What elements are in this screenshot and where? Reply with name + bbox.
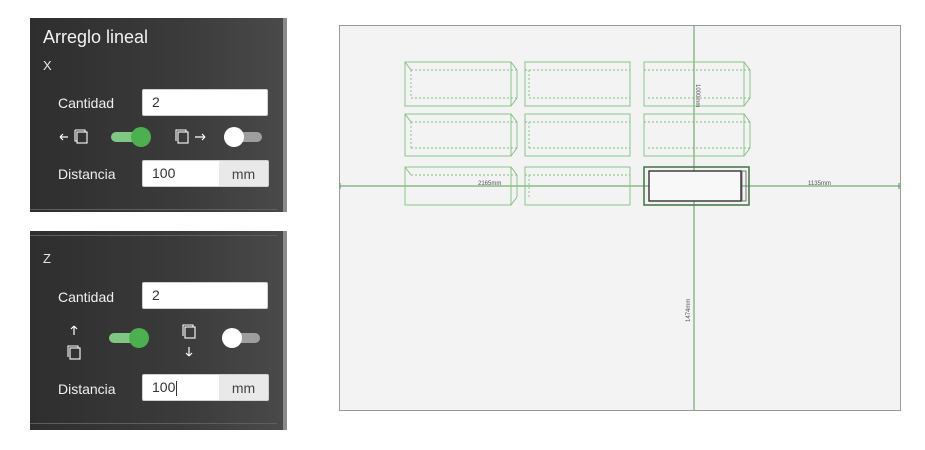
axis-x-label: X (43, 58, 52, 73)
distance-label: Distancia (58, 166, 116, 182)
copy-arrow-down-icon (182, 324, 196, 357)
dim-label-top: 1000mm (694, 84, 700, 107)
array-boxes (404, 61, 751, 206)
dim-label-left: 2165mm (478, 181, 501, 187)
dim-label-bottom: 1474mm (686, 299, 692, 322)
distance-z-value: 100 (152, 379, 176, 395)
positive-direction-x-toggle[interactable] (224, 127, 266, 147)
arrow-left-copy-icon (59, 129, 88, 144)
distance-label: Distancia (58, 381, 116, 397)
linear-array-z-panel: Z Cantidad 2 Distancia 100 mm (30, 231, 287, 430)
panel-divider (30, 209, 277, 210)
distance-x-unit: mm (219, 160, 269, 187)
array-box (643, 61, 751, 107)
quantity-label: Cantidad (58, 95, 115, 111)
3d-viewport[interactable]: 2165mm 1135mm 1000mm 1474mm (339, 25, 901, 411)
distance-z-unit: mm (219, 374, 269, 401)
text-caret (176, 380, 178, 396)
array-box (524, 113, 631, 157)
axis-z-label: Z (43, 251, 51, 266)
array-box (643, 113, 751, 157)
down-direction-z-toggle[interactable] (222, 328, 264, 348)
quantity-z-input[interactable]: 2 (142, 282, 268, 309)
quantity-label: Cantidad (58, 289, 115, 305)
panel-title: Arreglo lineal (43, 27, 149, 47)
negative-direction-x-toggle[interactable] (111, 127, 153, 147)
viewport-canvas[interactable]: 2165mm 1135mm 1000mm 1474mm (339, 26, 900, 410)
panel-divider (30, 235, 277, 236)
selected-box (643, 166, 750, 206)
up-direction-z-toggle[interactable] (109, 328, 151, 348)
panel-divider (30, 423, 277, 424)
arrow-up-copy-icon (67, 325, 81, 360)
dim-label-right: 1135mm (808, 181, 831, 187)
copy-arrow-right-icon (175, 129, 206, 144)
array-box (524, 61, 631, 107)
array-box (404, 166, 518, 206)
linear-array-x-panel: Arreglo lineal X Cantidad 2 Distancia 10… (30, 18, 287, 212)
distance-x-input[interactable]: 100 (142, 160, 220, 187)
quantity-x-input[interactable]: 2 (142, 89, 268, 116)
panel-scrollbar[interactable] (283, 231, 287, 430)
distance-z-input[interactable]: 100 (142, 374, 220, 401)
panel-scrollbar[interactable] (283, 18, 287, 212)
array-box (524, 166, 631, 206)
array-box (404, 113, 518, 157)
array-box (404, 61, 518, 107)
